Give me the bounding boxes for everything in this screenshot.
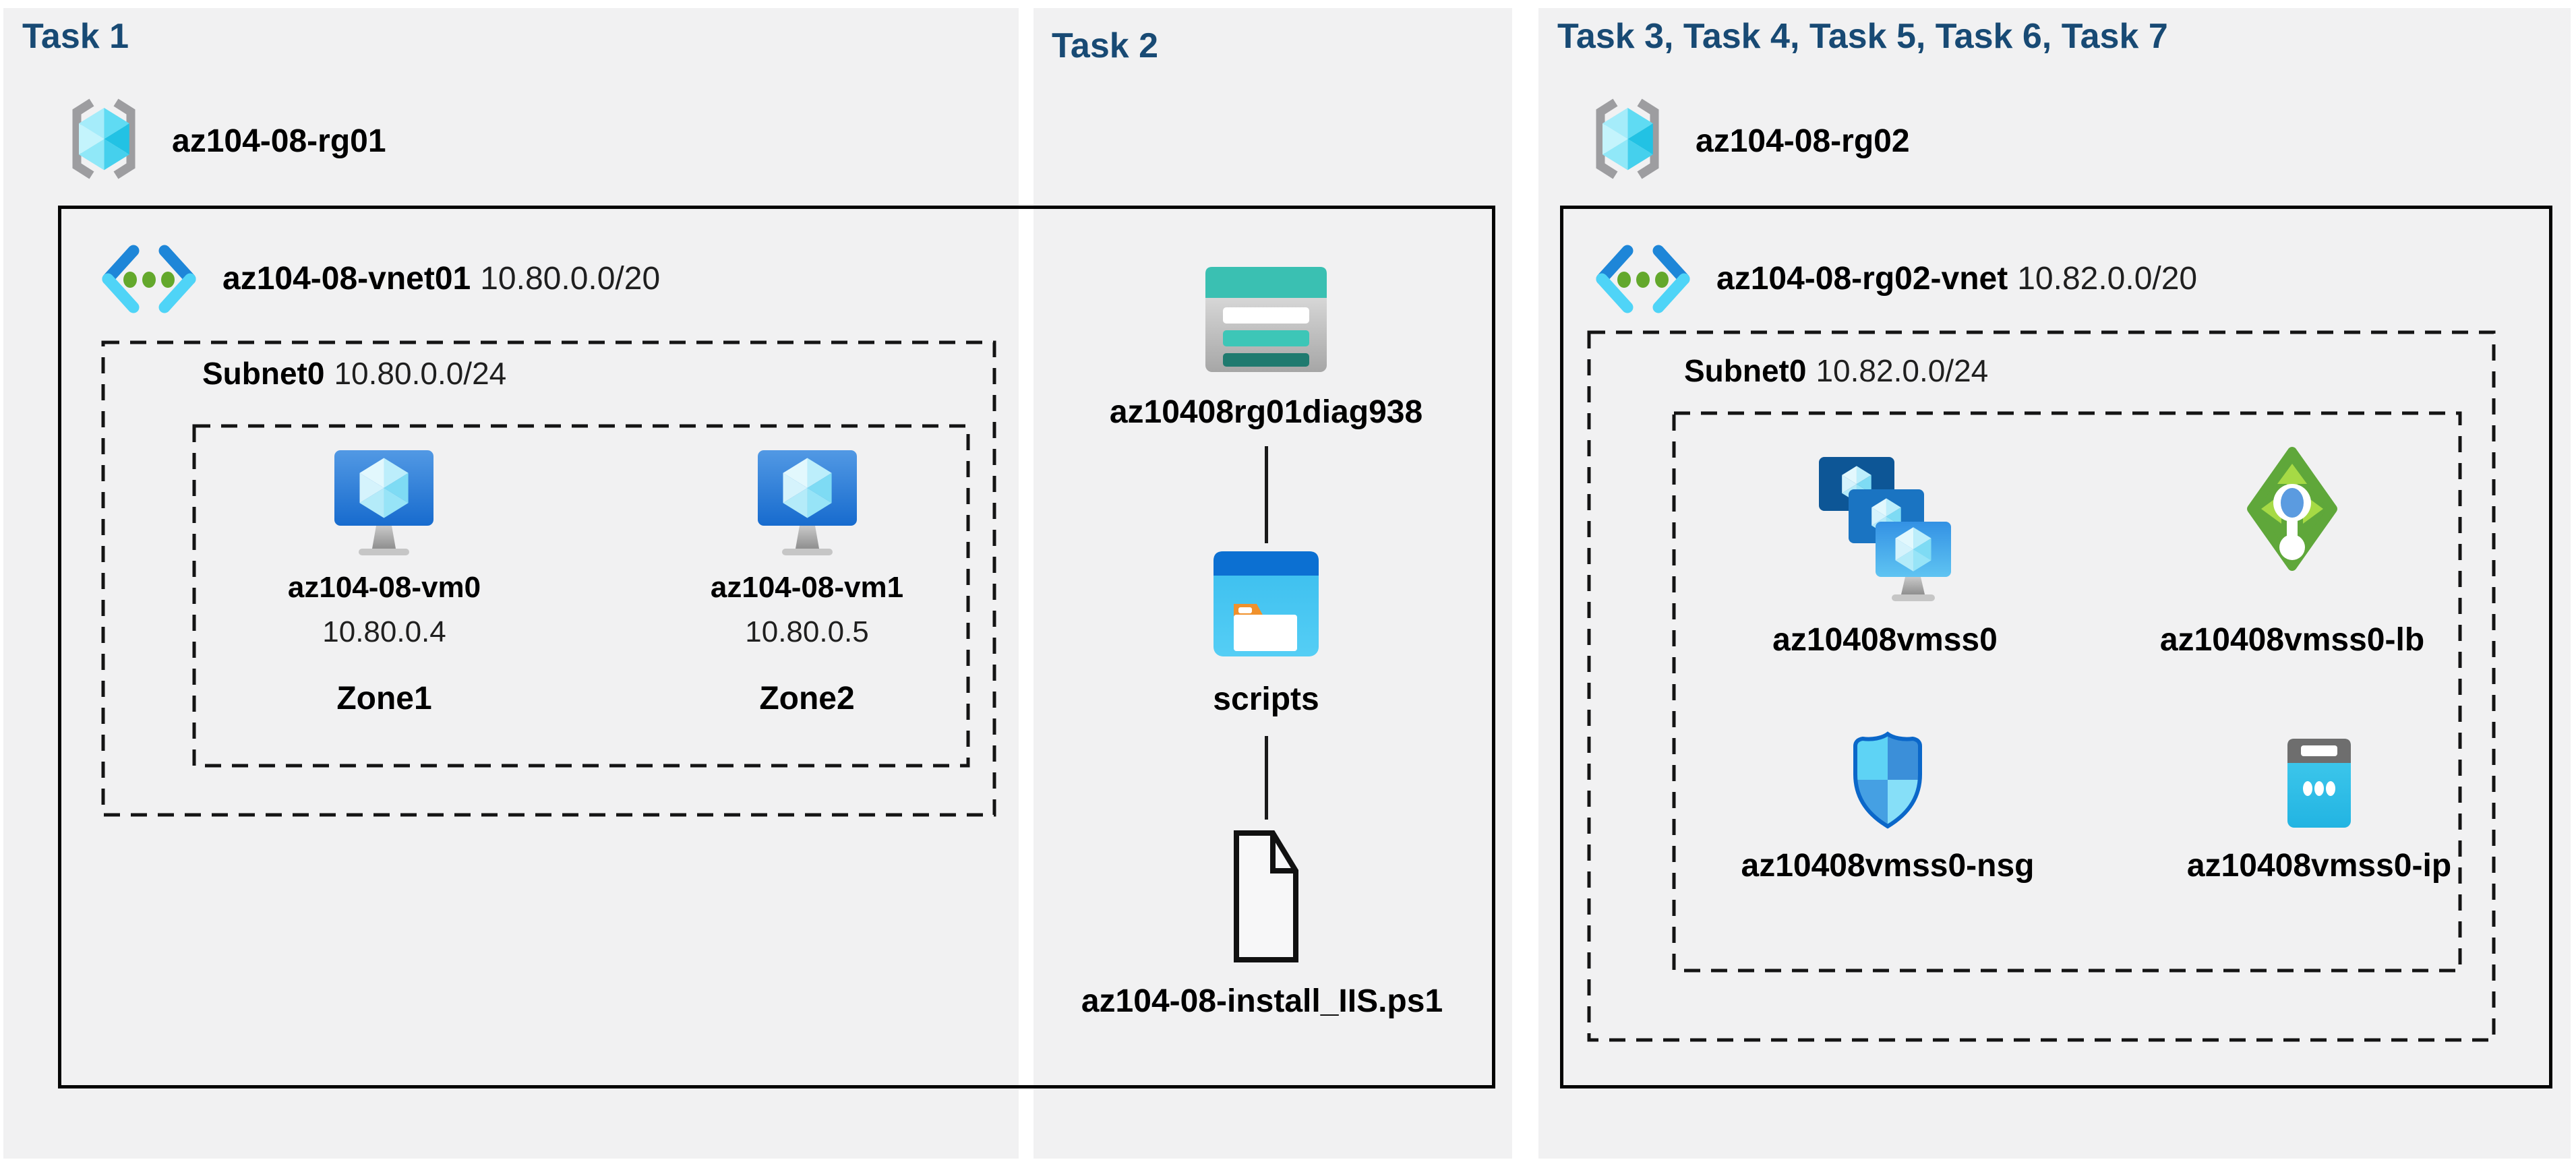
subnet1-label: Subnet0 10.80.0.0/24 <box>202 355 506 392</box>
vnet2-name: az104-08-rg02-vnet <box>1716 261 2008 297</box>
subnet1-name: Subnet0 <box>202 356 325 391</box>
vm1-zone: Zone2 <box>759 681 855 716</box>
task2-header: Task 2 <box>1052 26 1159 65</box>
public-ip-icon <box>2287 739 2351 828</box>
vm1-name: az104-08-vm1 <box>710 571 904 604</box>
vnet1-cidr: 10.80.0.0/20 <box>480 261 661 297</box>
vmss-group-dashed-box <box>1672 411 2462 973</box>
vm1-ip: 10.80.0.5 <box>745 615 869 648</box>
resource-group-icon <box>1596 98 1659 179</box>
vmss-name: az10408vmss0 <box>1772 622 1998 658</box>
nsg-shield-icon <box>1853 731 1922 829</box>
storage-account-icon <box>1205 267 1327 372</box>
script-file-icon <box>1234 830 1298 962</box>
resource-group-icon <box>72 98 136 179</box>
subnet2-name: Subnet0 <box>1684 353 1807 388</box>
vm-icon <box>334 450 433 555</box>
vnet1-name: az104-08-vnet01 <box>222 261 471 297</box>
folder-name: scripts <box>1213 681 1319 717</box>
vm-group-dashed-box <box>192 424 970 768</box>
connector-storage-to-folder <box>1265 446 1268 543</box>
public-ip-name: az10408vmss0-ip <box>2186 848 2452 884</box>
folder-window-icon <box>1214 551 1319 656</box>
vnet-icon <box>102 245 196 313</box>
vm-icon <box>758 450 857 555</box>
task3-header: Task 3, Task 4, Task 5, Task 6, Task 7 <box>1557 17 2168 56</box>
load-balancer-icon <box>2247 447 2337 571</box>
vnet2-boundary-box <box>1560 206 2552 1088</box>
subnet1-cidr: 10.80.0.0/24 <box>334 356 507 391</box>
load-balancer-name: az10408vmss0-lb <box>2159 622 2425 658</box>
script-file-name: az104-08-install_IIS.ps1 <box>1081 983 1443 1019</box>
vmss-icon <box>1819 457 1951 601</box>
resource-group-name: az104-08-rg02 <box>1696 123 1910 159</box>
vnet-icon <box>1596 245 1690 313</box>
task1-panel <box>3 8 1019 1159</box>
nsg-name: az10408vmss0-nsg <box>1741 848 2035 884</box>
vm0-name: az104-08-vm0 <box>287 571 481 604</box>
storage-account-name: az10408rg01diag938 <box>1109 394 1423 430</box>
vm0-ip: 10.80.0.4 <box>322 615 446 648</box>
resource-group-name: az104-08-rg01 <box>172 123 386 159</box>
vnet2-cidr: 10.82.0.0/20 <box>2017 261 2198 297</box>
subnet1-dashed-box <box>101 340 996 817</box>
subnet2-label: Subnet0 10.82.0.0/24 <box>1684 352 1988 389</box>
connector-folder-to-file <box>1265 736 1268 820</box>
task3-panel <box>1538 8 2571 1159</box>
task1-header: Task 1 <box>22 17 129 56</box>
subnet2-dashed-box <box>1587 330 2496 1042</box>
vnet1-boundary-box <box>58 206 1495 1088</box>
subnet2-cidr: 10.82.0.0/24 <box>1816 353 1989 388</box>
vm0-zone: Zone1 <box>336 681 432 716</box>
